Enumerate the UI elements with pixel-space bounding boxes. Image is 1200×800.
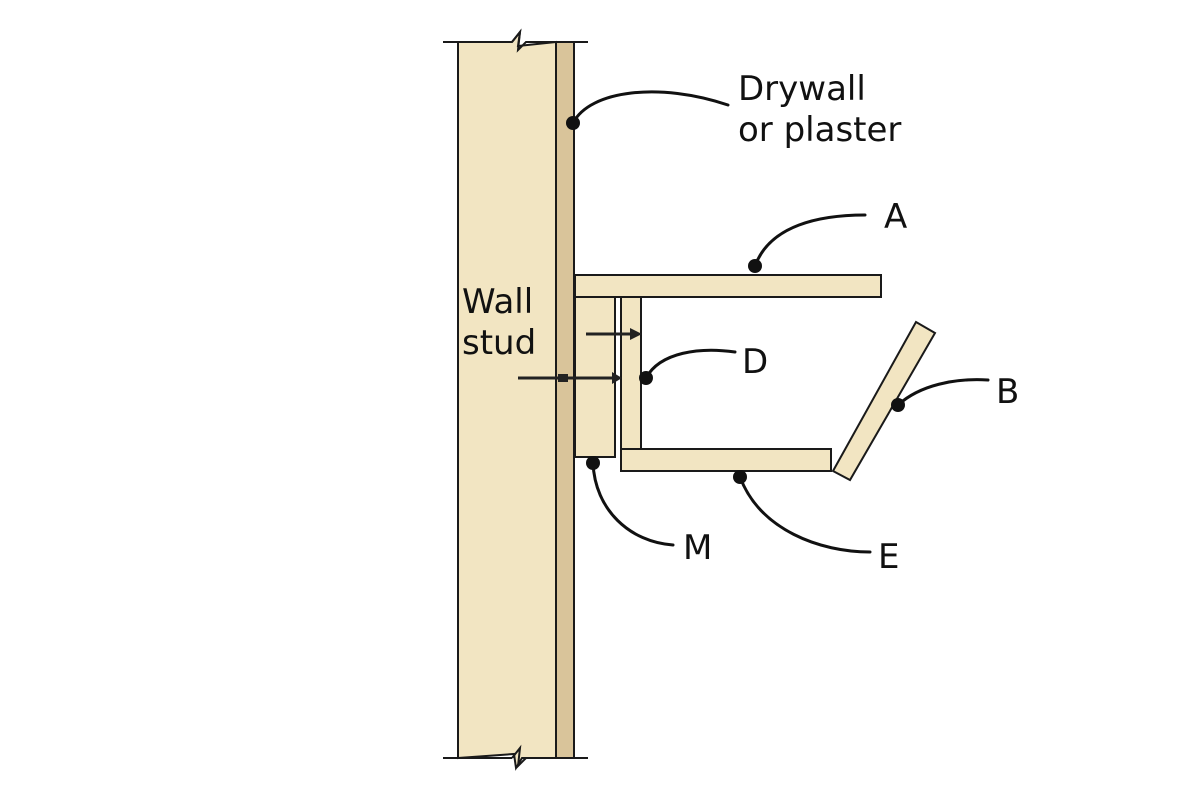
top-break-lines bbox=[443, 28, 588, 53]
leader-m bbox=[586, 456, 675, 547]
bottom-break-lines bbox=[443, 744, 588, 769]
leader-a bbox=[748, 213, 867, 273]
leader-b bbox=[891, 378, 990, 412]
leader-e bbox=[733, 470, 872, 554]
leader-drywall bbox=[566, 90, 730, 130]
part-e-tray bbox=[620, 448, 832, 472]
screw-upper bbox=[586, 328, 642, 340]
wall-stud bbox=[457, 28, 557, 771]
label-drywall-line2: or plaster bbox=[738, 110, 901, 150]
label-part-a: A bbox=[884, 197, 907, 237]
label-drywall-line1: Drywall bbox=[738, 69, 866, 109]
label-stud-line2: stud bbox=[462, 323, 536, 363]
part-d-back bbox=[620, 296, 642, 472]
label-part-m: M bbox=[683, 528, 712, 568]
part-b-lip bbox=[831, 320, 937, 482]
label-part-e: E bbox=[878, 537, 899, 577]
part-a-shelf bbox=[574, 274, 882, 298]
label-part-d: D bbox=[742, 342, 768, 382]
label-stud-line1: Wall bbox=[462, 282, 533, 322]
drywall-layer bbox=[555, 41, 575, 759]
label-part-b: B bbox=[996, 372, 1019, 412]
leader-d bbox=[639, 348, 737, 385]
screw-lower bbox=[518, 372, 622, 384]
